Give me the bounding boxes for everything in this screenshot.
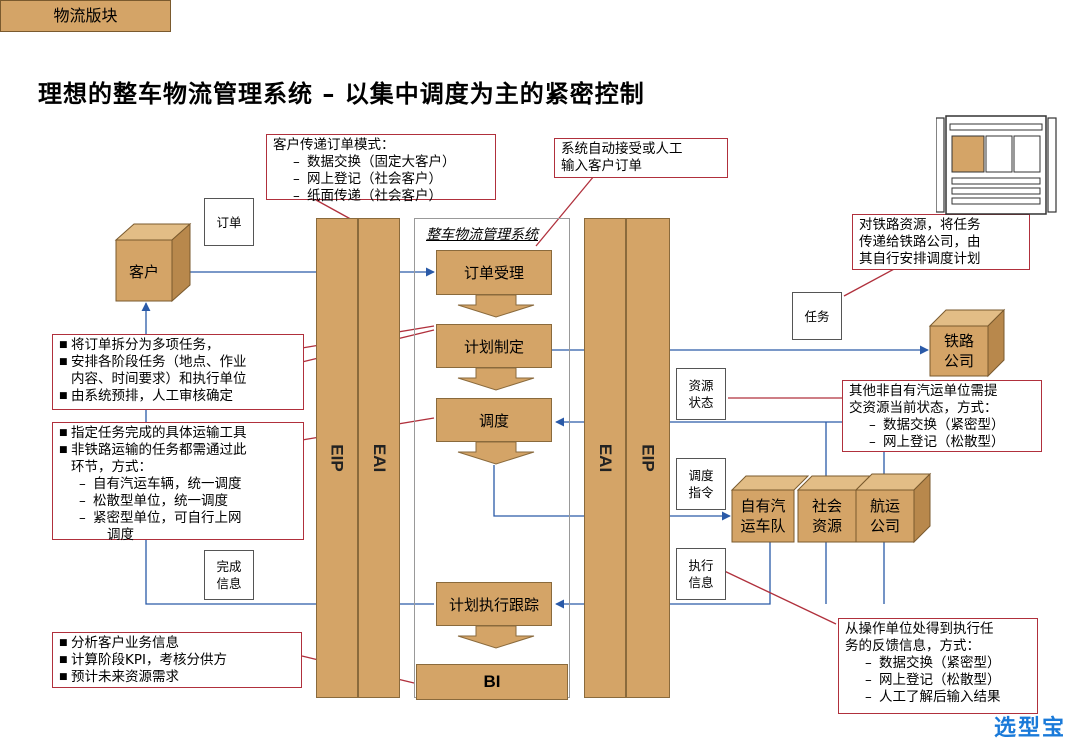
note-complete-info-line1: 完成: [216, 559, 242, 574]
entity-railway-line2: 公司: [943, 352, 974, 370]
pillar-eip-left: EIP: [316, 218, 358, 698]
brand-logo: 选型宝: [993, 716, 1066, 741]
callout-feedback-head: 从操作单位处得到执行任: [845, 621, 994, 637]
callout-auto-accept-line: 输入客户订单: [561, 158, 642, 174]
entity-customer: 客户: [128, 263, 159, 281]
note-order: 订单: [204, 198, 254, 246]
process-bi: BI: [416, 664, 568, 700]
callout-resource-status-head: 其他非自有汽运单位需提: [849, 383, 998, 399]
entity-fleet-line2: 运车队: [740, 517, 786, 535]
pillar-eai-right: EAI: [584, 218, 626, 698]
callout-order-modes-item: 纸面传递（社会客户）: [273, 188, 489, 205]
callout-bi: 分析客户业务信息 计算阶段KPI，考核分供方 预计未来资源需求: [52, 632, 302, 688]
callout-resource-status-head: 交资源当前状态，方式：: [849, 400, 998, 416]
callout-feedback-item: 人工了解后输入结果: [845, 689, 1031, 706]
pillar-eip-right: EIP: [626, 218, 670, 698]
callout-task-split: 将订单拆分为多项任务， 安排各阶段任务（地点、作业 内容、时间要求）和执行单位 …: [52, 334, 304, 410]
callout-feedback: 从操作单位处得到执行任 务的反馈信息，方式： 数据交换（紧密型） 网上登记（松散…: [838, 618, 1038, 714]
callout-dispatch-sub-tail: 调度: [107, 527, 134, 543]
callout-task-split-item: 内容、时间要求）和执行单位: [71, 371, 247, 387]
callout-dispatch-sub: 松散型单位，统一调度: [59, 493, 297, 510]
entity-social-line1: 社会: [811, 497, 842, 515]
callout-bi-item: 计算阶段KPI，考核分供方: [59, 652, 295, 669]
callout-railway-line: 对铁路资源，将任务: [859, 217, 981, 233]
callout-task-split-item: 安排各阶段任务（地点、作业: [59, 354, 297, 371]
entity-shipping-line2: 公司: [869, 517, 900, 535]
note-task: 任务: [792, 292, 842, 340]
callout-resource-status: 其他非自有汽运单位需提 交资源当前状态，方式： 数据交换（紧密型） 网上登记（松…: [842, 380, 1042, 452]
process-dispatch: 调度: [436, 398, 552, 442]
callout-dispatch: 指定任务完成的具体运输工具 非铁路运输的任务都需通过此 环节，方式： 自有汽运车…: [52, 422, 304, 543]
entity-social: 社会 资源: [798, 496, 856, 536]
entity-shipping: 航运 公司: [856, 496, 914, 536]
pointer-feedback: [717, 567, 837, 625]
callout-resource-status-item: 数据交换（紧密型）: [849, 417, 1035, 434]
callout-feedback-item: 数据交换（紧密型）: [845, 655, 1031, 672]
note-resource-status: 资源 状态: [676, 368, 726, 420]
entity-shipping-line1: 航运: [869, 497, 900, 515]
callout-bi-item: 预计未来资源需求: [59, 669, 295, 686]
pillar-eai-left: EAI: [358, 218, 400, 698]
pointer-railway: [843, 267, 897, 297]
note-exec-info-line2: 信息: [688, 575, 714, 590]
note-dispatch-command: 调度 指令: [676, 458, 726, 510]
note-dispatch-command-line1: 调度: [688, 468, 714, 483]
callout-dispatch-item: 环节，方式：: [71, 459, 152, 475]
pointer-auto-accept: [535, 175, 595, 247]
callout-order-modes: 客户传递订单模式： 数据交换（固定大客户） 网上登记（社会客户） 纸面传递（社会…: [266, 134, 496, 205]
callout-railway: 对铁路资源，将任务 传递给铁路公司，由 其自行安排调度计划: [852, 214, 1030, 270]
callout-order-modes-head: 客户传递订单模式：: [273, 137, 395, 153]
note-resource-status-line2: 状态: [688, 395, 714, 410]
callout-dispatch-sub: 自有汽运车辆，统一调度: [59, 476, 297, 493]
callout-feedback-item: 网上登记（松散型）: [845, 672, 1031, 689]
callout-order-modes-item: 数据交换（固定大客户）: [273, 154, 489, 171]
layout-thumbnail-icon: [936, 115, 1057, 215]
callout-dispatch-item: 非铁路运输的任务都需通过此: [59, 442, 297, 459]
entity-railway: 铁路 公司: [930, 331, 988, 371]
callout-dispatch-sub: 紧密型单位，可自行上网: [59, 510, 297, 527]
flow-arrow-4: [457, 625, 535, 649]
note-complete-info: 完成 信息: [204, 550, 254, 600]
system-label: 整车物流管理系统: [426, 227, 538, 243]
entity-fleet: 自有汽 运车队: [732, 496, 794, 536]
entity-fleet-line1: 自有汽: [740, 497, 786, 515]
callout-bi-item: 分析客户业务信息: [59, 635, 295, 652]
note-exec-info-line1: 执行: [688, 558, 714, 573]
note-complete-info-line2: 信息: [216, 576, 242, 591]
page-title: 理想的整车物流管理系统 – 以集中调度为主的紧密控制: [38, 80, 645, 108]
callout-resource-status-item: 网上登记（松散型）: [849, 434, 1035, 451]
callout-feedback-head: 务的反馈信息，方式：: [845, 638, 980, 654]
note-dispatch-command-line2: 指令: [688, 485, 714, 500]
process-plan: 计划制定: [436, 324, 552, 368]
section-tag: 物流版块: [0, 0, 171, 32]
process-order-intake: 订单受理: [436, 250, 552, 295]
flow-arrow-3: [457, 441, 535, 465]
callout-railway-line: 传递给铁路公司，由: [859, 234, 981, 250]
callout-dispatch-item: 指定任务完成的具体运输工具: [59, 425, 297, 442]
flow-arrow-2: [457, 367, 535, 391]
note-resource-status-line1: 资源: [688, 378, 714, 393]
process-tracking: 计划执行跟踪: [436, 582, 552, 626]
flow-arrow-1: [457, 294, 535, 318]
callout-order-modes-item: 网上登记（社会客户）: [273, 171, 489, 188]
note-exec-info: 执行 信息: [676, 548, 726, 600]
callout-auto-accept-line: 系统自动接受或人工: [561, 141, 683, 157]
callout-auto-accept: 系统自动接受或人工 输入客户订单: [554, 138, 728, 178]
entity-social-line2: 资源: [811, 517, 842, 535]
entity-railway-line1: 铁路: [943, 332, 974, 350]
callout-task-split-item: 将订单拆分为多项任务，: [59, 337, 297, 354]
callout-task-split-item: 由系统预排，人工审核确定: [59, 388, 297, 405]
callout-railway-line: 其自行安排调度计划: [859, 251, 981, 267]
